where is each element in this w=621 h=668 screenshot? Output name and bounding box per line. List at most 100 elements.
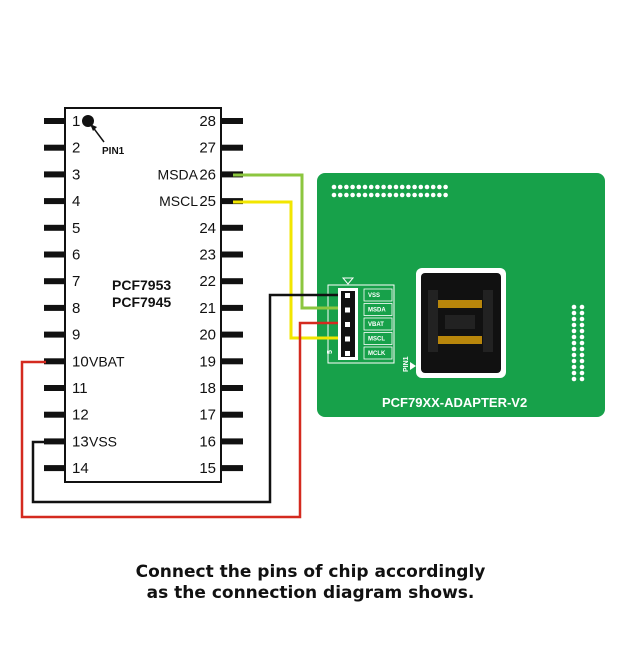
hole bbox=[571, 304, 577, 310]
adapter-top-holes bbox=[331, 184, 448, 198]
chip-right-pins bbox=[221, 118, 243, 472]
hole bbox=[337, 184, 343, 190]
hole bbox=[375, 184, 380, 190]
chip-pin-label-22: 22 bbox=[199, 273, 216, 290]
wire-vss bbox=[31, 293, 338, 504]
hole bbox=[579, 316, 585, 322]
chip-pin-name-26: MSDA bbox=[158, 166, 199, 182]
hole bbox=[579, 334, 585, 340]
chip-pin-23 bbox=[221, 251, 243, 258]
chip-pin-label-16: 16 bbox=[199, 433, 216, 450]
connector-pin bbox=[345, 322, 350, 327]
chip-pin-11 bbox=[44, 385, 65, 391]
hole bbox=[375, 192, 380, 198]
chip-pin-label-5: 5 bbox=[72, 220, 80, 237]
hole bbox=[344, 184, 349, 190]
chip-pin-label-9: 9 bbox=[72, 327, 80, 344]
adapter-right-holes bbox=[571, 304, 585, 382]
chip-pin-label-28: 28 bbox=[199, 113, 216, 130]
hole bbox=[571, 328, 577, 334]
hole bbox=[368, 192, 374, 198]
connector-label-mscl: MSCL bbox=[368, 337, 385, 343]
hole bbox=[571, 346, 577, 352]
hole bbox=[350, 184, 355, 190]
hole bbox=[399, 192, 405, 198]
connector-pin bbox=[345, 307, 350, 313]
chip-pin-4 bbox=[44, 198, 65, 205]
chip-pin-17 bbox=[221, 411, 243, 418]
chip-pin-label-18: 18 bbox=[199, 380, 216, 397]
hole bbox=[443, 184, 448, 190]
hole bbox=[331, 184, 337, 190]
hole bbox=[579, 370, 585, 376]
chip-pin-label-11: 11 bbox=[72, 380, 88, 397]
hole bbox=[362, 184, 368, 190]
connector-label-vbat: VBAT bbox=[368, 322, 384, 328]
wire-vbat bbox=[20, 321, 338, 519]
hole bbox=[381, 192, 386, 198]
connector-pin-count: 5 bbox=[327, 350, 334, 354]
chip-pin-label-25: 25 bbox=[199, 193, 216, 210]
hole bbox=[579, 376, 585, 382]
hole bbox=[571, 322, 577, 328]
chip-pin-19 bbox=[221, 358, 243, 365]
chip-pin-label-17: 17 bbox=[199, 407, 216, 424]
chip-pin-20 bbox=[221, 331, 243, 338]
connector-pin bbox=[345, 293, 350, 298]
caption-line-2: as the connection diagram shows. bbox=[146, 583, 475, 603]
chip-pin-18 bbox=[221, 385, 243, 391]
chip-pin1-dot-icon bbox=[82, 115, 94, 127]
chip-pin-label-1: 1 bbox=[72, 113, 80, 130]
connector-label-box bbox=[363, 317, 393, 331]
hole bbox=[579, 304, 585, 310]
chip-pin-label-19: 19 bbox=[199, 353, 216, 370]
chip-pin-24 bbox=[221, 224, 243, 231]
chip-body bbox=[64, 107, 222, 483]
chip-pin-label-23: 23 bbox=[199, 247, 216, 264]
chip-pin-label-15: 15 bbox=[199, 460, 216, 477]
chip-pin-label-8: 8 bbox=[72, 300, 80, 317]
hole bbox=[381, 184, 386, 190]
chip-pin-label-26: 26 bbox=[199, 166, 216, 183]
chip-pin-name-25: MSCL bbox=[159, 193, 198, 209]
hole bbox=[443, 192, 448, 198]
hole bbox=[418, 192, 424, 198]
hole bbox=[579, 346, 585, 352]
chip-pin-label-21: 21 bbox=[199, 300, 216, 317]
chip-pin-3 bbox=[44, 171, 65, 178]
chip-pin-27 bbox=[221, 144, 243, 151]
adapter-pin1-label: PIN1 bbox=[403, 356, 410, 372]
chip-pin-label-20: 20 bbox=[199, 327, 216, 344]
chip-pin-6 bbox=[44, 251, 65, 258]
hole bbox=[579, 328, 585, 334]
chip-pin-label-24: 24 bbox=[199, 220, 216, 237]
hole bbox=[430, 192, 436, 198]
hole bbox=[579, 310, 585, 316]
hole bbox=[350, 192, 355, 198]
hole bbox=[368, 184, 374, 190]
hole bbox=[579, 322, 585, 328]
chip-name-1: PCF7953 bbox=[112, 277, 171, 293]
adapter-name: PCF79XX-ADAPTER-V2 bbox=[382, 395, 527, 410]
chip-pin-12 bbox=[44, 411, 65, 418]
connector-label-box bbox=[363, 288, 393, 302]
chip-pin-label-27: 27 bbox=[199, 140, 216, 157]
chip-pin-label-3: 3 bbox=[72, 166, 80, 183]
hole bbox=[571, 340, 577, 346]
hole bbox=[571, 370, 577, 376]
chip-pin-name-13: VSS bbox=[89, 433, 117, 449]
chip-pin-1 bbox=[44, 118, 65, 124]
chip-pin-26 bbox=[221, 171, 243, 178]
chip-pin1-label: PIN1 bbox=[102, 146, 125, 157]
hole bbox=[387, 184, 393, 190]
hole bbox=[579, 352, 585, 358]
hole bbox=[571, 316, 577, 322]
connector-pin1-arrow-icon bbox=[341, 277, 355, 285]
connector-pin bbox=[345, 336, 350, 342]
hole bbox=[571, 376, 577, 382]
chip-pin-7 bbox=[44, 278, 65, 285]
hole bbox=[424, 184, 430, 190]
chip-pin-14 bbox=[44, 465, 65, 472]
hole bbox=[393, 192, 399, 198]
